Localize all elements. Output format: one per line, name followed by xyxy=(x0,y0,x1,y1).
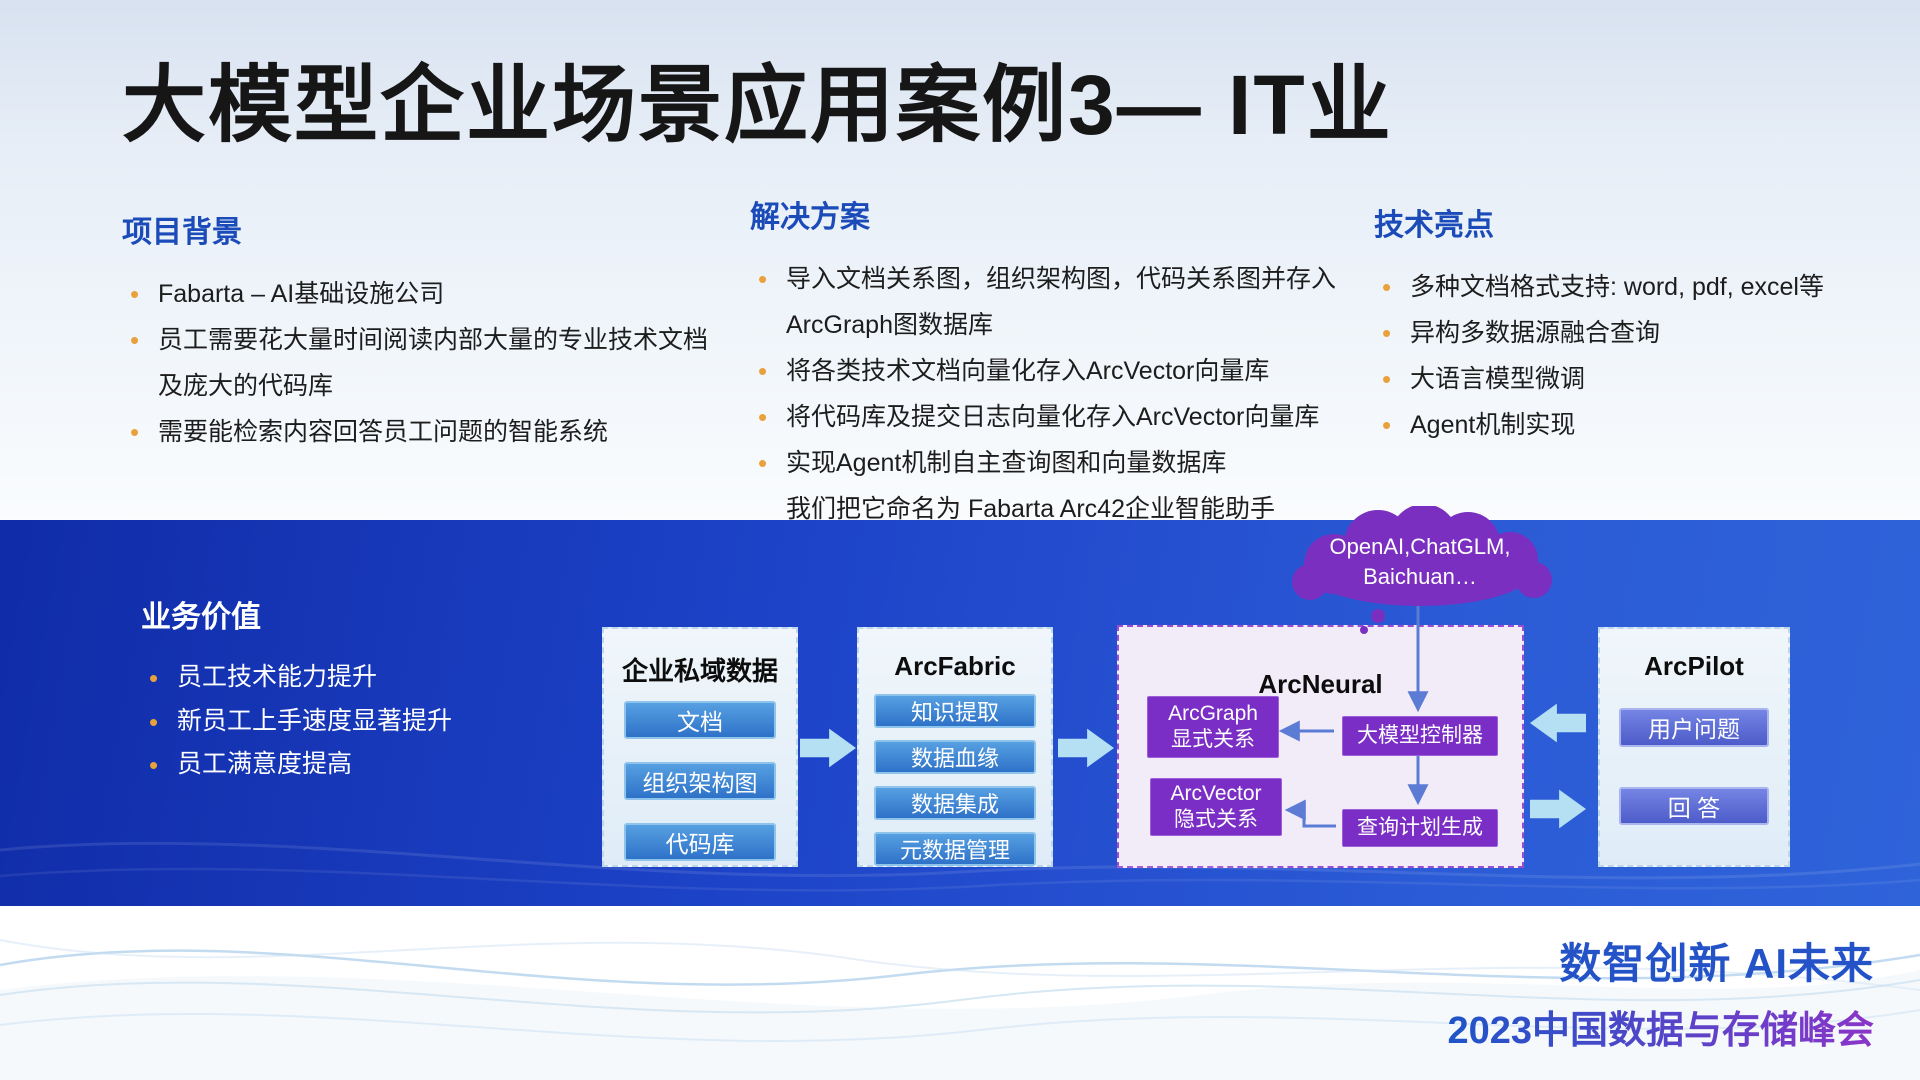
decorative-waves xyxy=(0,939,1920,1080)
section-project-background: 项目背景 Fabarta – AI基础设施公司 员工需要花大量时间阅读内部大量的… xyxy=(122,207,734,457)
bullet-item: 大语言模型微调 xyxy=(1374,356,1860,404)
event-title: 2023中国数据与存储峰会 xyxy=(1447,999,1874,1054)
node-llm-controller: 大模型控制器 xyxy=(1342,716,1498,756)
bullet-item: 异构多数据源融合查询 xyxy=(1374,310,1860,358)
flow-arrow-left-icon xyxy=(1530,703,1586,743)
bullet-item: Agent机制实现 xyxy=(1374,402,1860,450)
flow-arrow-right-icon xyxy=(1058,728,1114,768)
node-data-integration: 数据集成 xyxy=(874,786,1036,820)
bullet-item: 实现Agent机制自主查询图和向量数据库 xyxy=(750,440,1358,488)
box-arcfabric: ArcFabric 知识提取 数据血缘 数据集成 元数据管理 xyxy=(857,627,1053,867)
bullet-item: 员工满意度提高 xyxy=(141,743,571,788)
node-code-repo: 代码库 xyxy=(624,823,776,861)
bullet-item: 将代码库及提交日志向量化存入ArcVector向量库 xyxy=(750,394,1358,442)
llm-cloud: OpenAI,ChatGLM, Baichuan… xyxy=(1272,506,1568,616)
node-documents: 文档 xyxy=(624,701,776,739)
bullet-item: 新员工上手速度显著提升 xyxy=(141,700,571,745)
section-heading-solution: 解决方案 xyxy=(750,201,870,234)
node-user-question: 用户问题 xyxy=(1619,708,1769,747)
node-data-lineage: 数据血缘 xyxy=(874,740,1036,774)
box-arcneural-title: ArcNeural xyxy=(1258,669,1383,699)
solution-note: 我们把它命名为 Fabarta Arc42企业智能助手 xyxy=(786,495,1275,523)
node-knowledge-extract: 知识提取 xyxy=(874,694,1036,728)
box-arcneural: ArcNeural ArcGraph 显式关系 大模型控制器 ArcVector… xyxy=(1117,625,1524,868)
node-arcvector: ArcVector 隐式关系 xyxy=(1150,778,1282,836)
bullet-item: 导入文档关系图，组织架构图，代码关系图并存入 ArcGraph图数据库 xyxy=(750,256,1358,348)
bullet-item: 员工技术能力提升 xyxy=(141,656,571,701)
diagram-band: 业务价值 员工技术能力提升 新员工上手速度显著提升 员工满意度提高 企业私域数据… xyxy=(0,506,1920,906)
section-heading-project: 项目背景 xyxy=(122,216,242,249)
box-private-data-title: 企业私域数据 xyxy=(621,656,778,686)
footer-brand: 数智创新 AI未来 2023中国数据与存储峰会 xyxy=(1447,930,1874,1054)
section-solution: 解决方案 导入文档关系图，组织架构图，代码关系图并存入 ArcGraph图数据库… xyxy=(750,192,1358,532)
node-org-chart: 组织架构图 xyxy=(624,762,776,800)
cloud-label: OpenAI,ChatGLM, Baichuan… xyxy=(1329,534,1511,589)
box-arcpilot-title: ArcPilot xyxy=(1644,651,1744,681)
brand-logo-text: 数智创新 AI未来 xyxy=(1559,940,1874,987)
box-arcfabric-title: ArcFabric xyxy=(894,651,1016,681)
value-bullet-list: 员工技术能力提升 新员工上手速度显著提升 员工满意度提高 xyxy=(141,656,571,788)
project-bullet-list: Fabarta – AI基础设施公司 员工需要花大量时间阅读内部大量的专业技术文… xyxy=(122,271,734,457)
bullet-item: 多种文档格式支持: word, pdf, excel等 xyxy=(1374,264,1860,312)
section-heading-value: 业务价值 xyxy=(141,601,261,634)
bullet-item: Fabarta – AI基础设施公司 xyxy=(122,271,734,319)
node-query-planner: 查询计划生成 xyxy=(1342,809,1498,847)
flow-arrow-right-icon xyxy=(800,728,856,768)
tech-bullet-list: 多种文档格式支持: word, pdf, excel等 异构多数据源融合查询 大… xyxy=(1374,264,1860,450)
solution-bullet-list: 导入文档关系图，组织架构图，代码关系图并存入 ArcGraph图数据库 将各类技… xyxy=(750,256,1358,488)
page-title: 大模型企业场景应用案例3— IT业 xyxy=(122,58,1393,152)
section-tech-highlights: 技术亮点 多种文档格式支持: word, pdf, excel等 异构多数据源融… xyxy=(1374,200,1860,450)
node-answer: 回 答 xyxy=(1619,786,1769,825)
section-heading-tech: 技术亮点 xyxy=(1374,209,1494,242)
section-business-value: 业务价值 员工技术能力提升 新员工上手速度显著提升 员工满意度提高 xyxy=(141,592,571,788)
box-arcpilot: ArcPilot 用户问题 回 答 xyxy=(1598,627,1790,867)
cloud-shape-icon xyxy=(1292,506,1552,606)
node-arcgraph: ArcGraph 显式关系 xyxy=(1147,696,1279,758)
box-private-data: 企业私域数据 文档 组织架构图 代码库 xyxy=(602,627,798,867)
node-metadata-mgmt: 元数据管理 xyxy=(874,832,1036,866)
bullet-item: 将各类技术文档向量化存入ArcVector向量库 xyxy=(750,348,1358,396)
bullet-item: 员工需要花大量时间阅读内部大量的专业技术文档 及庞大的代码库 xyxy=(122,317,734,409)
flow-arrow-right-icon xyxy=(1530,789,1586,829)
bullet-item: 需要能检索内容回答员工问题的智能系统 xyxy=(122,409,734,457)
